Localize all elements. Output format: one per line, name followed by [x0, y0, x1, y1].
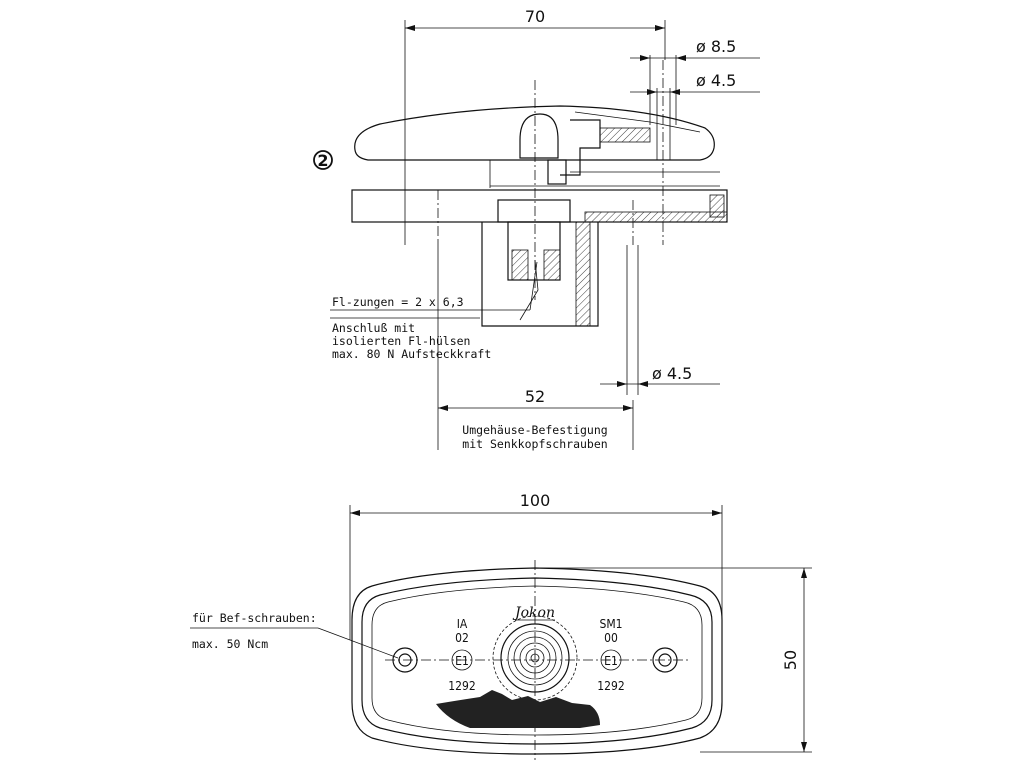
right-code-line2: 00	[604, 631, 618, 645]
item-number: 2	[317, 151, 328, 170]
right-approval-circle	[600, 649, 622, 671]
left-approval-number: 1292	[448, 679, 475, 693]
dimension-dia-4-5-top-label: ø 4.5	[696, 71, 736, 90]
housing	[481, 199, 599, 327]
right-code-line1: SM1	[599, 617, 622, 631]
dimension-100: 100	[349, 491, 723, 640]
lamp-cover	[354, 105, 715, 161]
right-approval-number: 1292	[597, 679, 624, 693]
bulb-holder	[490, 113, 720, 187]
dimension-dia-4-5-top: ø 4.5	[630, 71, 760, 160]
note-mount-line1: Umgehäuse-Befestigung	[462, 423, 607, 437]
screw-hole-left	[392, 647, 418, 673]
dimension-50-label: 50	[781, 650, 800, 670]
note-screw-line2: max. 50 Ncm	[192, 637, 268, 651]
item-marker: 2	[313, 150, 333, 170]
left-approval-circle	[451, 649, 473, 671]
left-code-line2: 02	[455, 631, 469, 645]
dimension-52-label: 52	[525, 387, 545, 406]
dimension-52: 52	[437, 240, 634, 450]
note-connection-line2: isolierten Fl-hülsen	[332, 334, 470, 348]
left-approval-mark: E1	[455, 654, 469, 668]
dimension-50: 50	[540, 567, 812, 753]
note-mount-line2: mit Senkkopfschrauben	[462, 437, 607, 451]
reflector-area	[436, 690, 600, 728]
manufacturer-logo: Jokon	[512, 605, 555, 621]
dimension-dia-4-5-bottom-label: ø 4.5	[652, 364, 692, 383]
note-screw-line1: für Bef-schrauben:	[192, 611, 317, 625]
note-tabs: Fl-zungen = 2 x 6,3	[332, 295, 464, 309]
right-approval-mark: E1	[604, 654, 618, 668]
side-view: 70 ø 8.5 ø 4.5	[313, 7, 760, 451]
dimension-dia-8-5: ø 8.5	[630, 37, 760, 125]
top-view: 100 50	[190, 491, 812, 760]
note-connection-line1: Anschluß mit	[332, 321, 415, 335]
housing-outline	[351, 567, 723, 755]
logo-text: Jokon	[512, 605, 555, 621]
dimension-70: 70	[404, 7, 666, 245]
dimension-70-label: 70	[525, 7, 545, 26]
screw-hole-right	[652, 647, 678, 673]
base-plate	[351, 189, 728, 223]
dimension-dia-8-5-label: ø 8.5	[696, 37, 736, 56]
left-code-line1: IA	[457, 617, 468, 631]
dimension-dia-4-5-bottom: ø 4.5	[600, 245, 720, 395]
note-connection-line3: max. 80 N Aufsteckkraft	[332, 347, 491, 361]
dimension-100-label: 100	[520, 491, 551, 510]
